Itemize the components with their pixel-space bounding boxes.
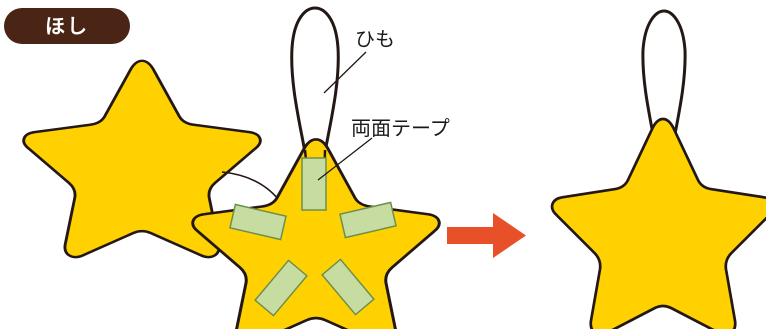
tape-left: [229, 203, 287, 241]
string-loop-right: [641, 9, 687, 135]
leader-line-tape: [317, 137, 373, 181]
right-arrow-icon: [447, 213, 526, 258]
title-badge: ほし: [4, 8, 130, 44]
leader-line-string: [323, 51, 367, 94]
tape-right: [339, 201, 397, 239]
label-tape: 両面テープ: [351, 116, 450, 140]
string-loop-middle: [290, 6, 340, 153]
label-string: ひも: [355, 27, 395, 51]
double-sided-tapes: [229, 157, 397, 317]
star-finished: [550, 117, 766, 329]
tape-bottom-left: [254, 259, 308, 317]
tape-top: [301, 157, 327, 211]
tape-bottom-right: [321, 258, 375, 316]
